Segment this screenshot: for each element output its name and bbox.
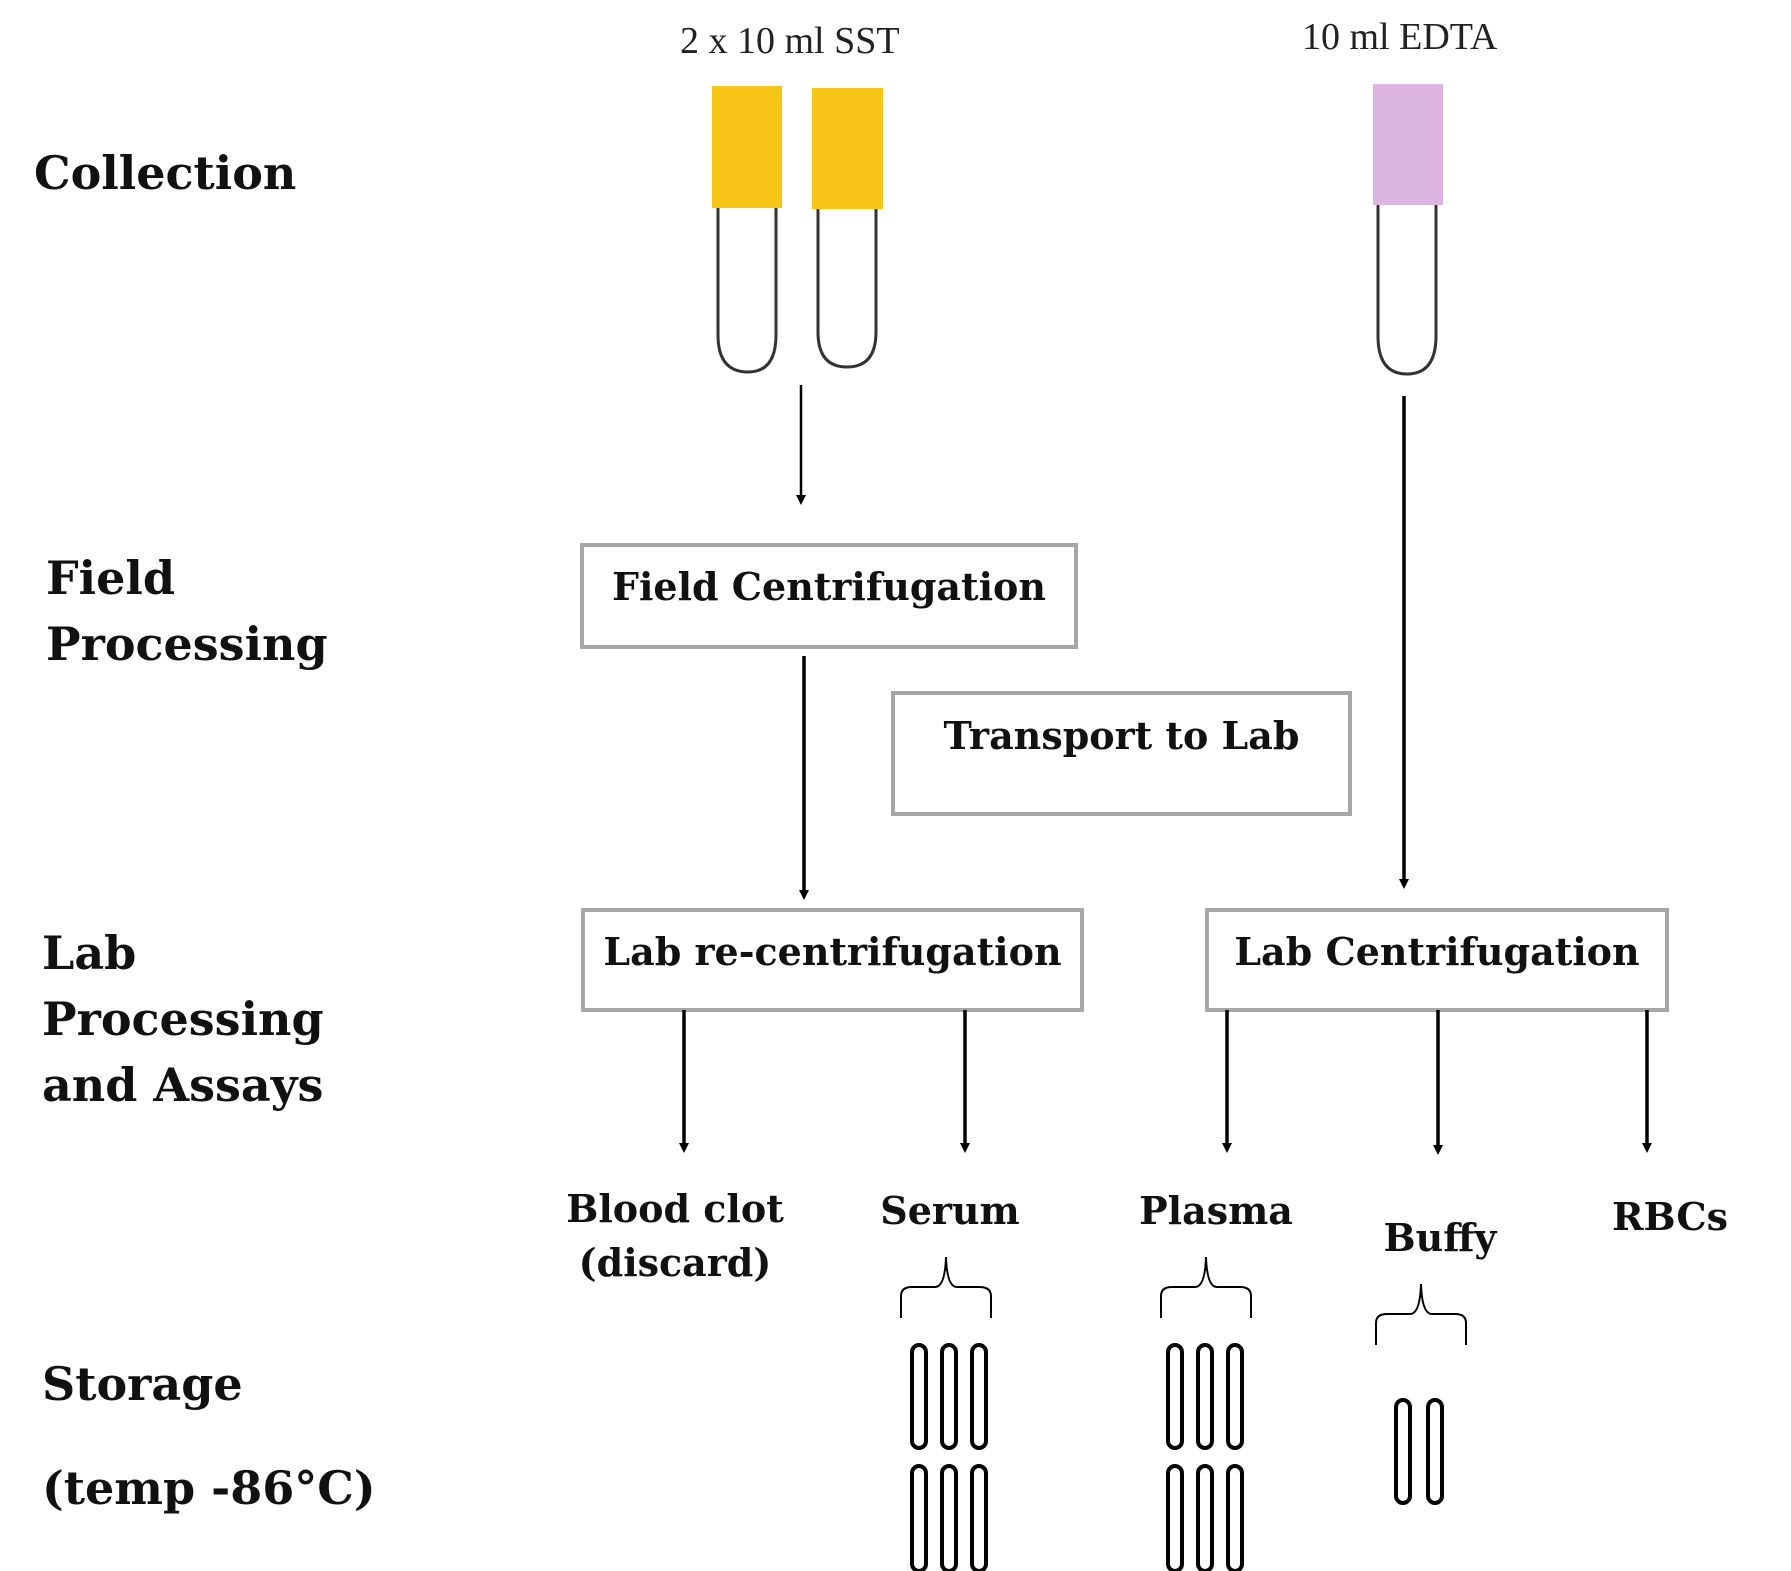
lab-centrifugation-box <box>1205 908 1669 1012</box>
flow-arrows <box>679 385 1652 1155</box>
sst-tube-2 <box>812 88 883 369</box>
sst-tube-label: 2 x 10 ml SST <box>680 20 900 62</box>
stage-lab-line-2: Processing <box>42 992 324 1046</box>
buffy-aliquot <box>1426 1398 1444 1505</box>
buffy-aliquot <box>1394 1398 1412 1505</box>
stage-collection: Collection <box>34 146 297 200</box>
stage-field-processing: Field Processing <box>46 545 328 677</box>
serum-aliquot <box>910 1464 928 1571</box>
field-centrifugation-box <box>580 543 1078 649</box>
transport-label: Transport to Lab <box>943 713 1300 758</box>
plasma-aliquot <box>1166 1343 1184 1450</box>
serum-aliquot <box>970 1464 988 1571</box>
plasma-label: Plasma <box>1139 1188 1293 1233</box>
sst-tube-1 <box>712 86 782 374</box>
serum-brace <box>900 1256 992 1318</box>
stage-lab-line-1: Lab <box>42 926 137 980</box>
serum-aliquot <box>940 1464 958 1571</box>
edta-tube-cap <box>1373 84 1443 205</box>
sst-tube-cap <box>812 88 883 209</box>
lab-recentrifugation-label: Lab re-centrifugation <box>603 929 1062 974</box>
stage-storage: Storage <box>42 1357 243 1411</box>
field-centrifugation-label: Field Centrifugation <box>611 564 1046 609</box>
plasma-brace <box>1160 1256 1252 1318</box>
stage-lab-line-3: and Assays <box>42 1058 324 1112</box>
stage-field-line-2: Processing <box>46 617 328 671</box>
rbcs-label: RBCs <box>1611 1194 1729 1239</box>
lab-recentrifugation-box <box>581 908 1084 1012</box>
buffy-label: Buffy <box>1383 1215 1497 1260</box>
edta-tube-body <box>1376 205 1438 376</box>
plasma-aliquot <box>1196 1343 1214 1450</box>
blood-clot-label: Blood clot (discard) <box>560 1182 790 1290</box>
serum-aliquot <box>940 1343 958 1450</box>
lab-centrifugation-label: Lab Centrifugation <box>1234 929 1640 974</box>
plasma-aliquot <box>1166 1464 1184 1571</box>
serum-label: Serum <box>880 1188 1020 1233</box>
stage-lab-processing: Lab Processing and Assays <box>42 920 324 1118</box>
storage-aliquots <box>910 1343 1444 1571</box>
plasma-aliquot <box>1226 1464 1244 1571</box>
sst-tube-cap <box>712 86 782 208</box>
sst-tube-body <box>716 208 778 374</box>
plasma-aliquot <box>1226 1343 1244 1450</box>
buffy-brace <box>1375 1283 1467 1345</box>
serum-aliquot <box>970 1343 988 1450</box>
serum-aliquot <box>910 1343 928 1450</box>
stage-field-line-1: Field <box>46 551 176 605</box>
edta-tube <box>1373 84 1443 376</box>
aliquot-braces <box>900 1256 1467 1345</box>
stage-storage-temp: (temp -86°C) <box>42 1461 376 1515</box>
transport-box <box>891 691 1352 816</box>
blood-clot-line-2: (discard) <box>578 1240 772 1285</box>
blood-clot-line-1: Blood clot <box>566 1186 784 1231</box>
edta-tube-label: 10 ml EDTA <box>1302 16 1498 58</box>
plasma-aliquot <box>1196 1464 1214 1571</box>
sst-tube-body <box>816 209 878 369</box>
